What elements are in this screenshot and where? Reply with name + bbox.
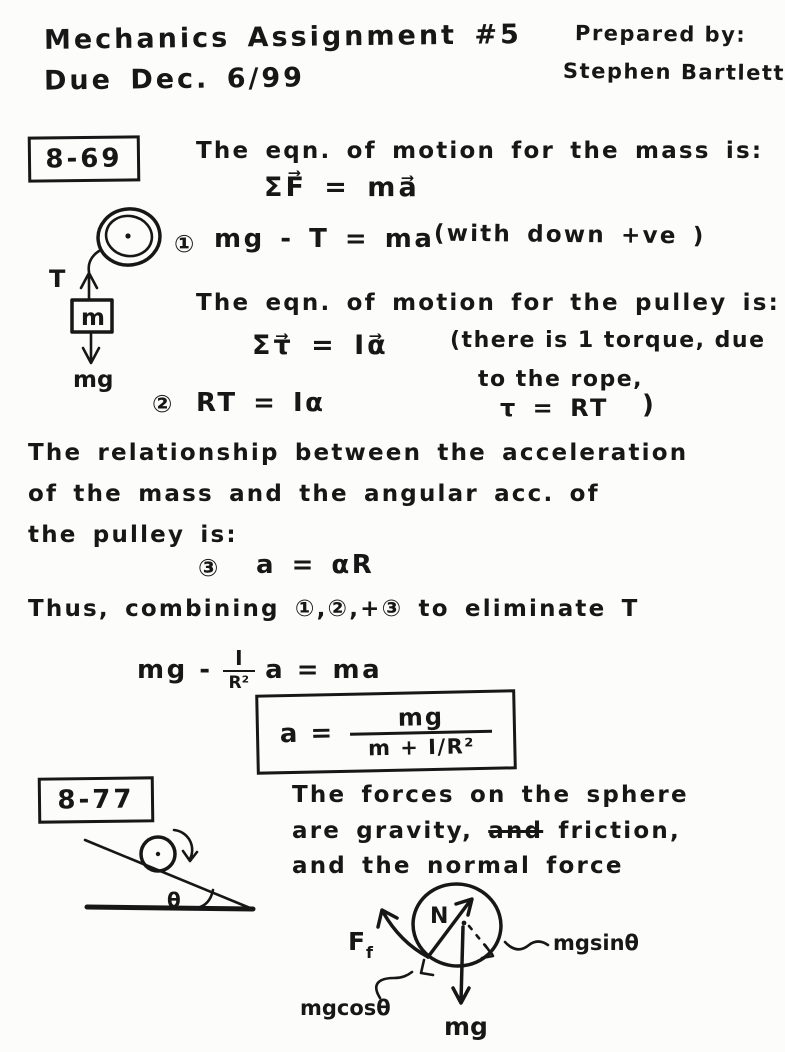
mgcos-label: mgcosθ	[300, 996, 391, 1020]
tension-arrow	[79, 271, 99, 301]
derivation-rhs: a = ma	[265, 654, 383, 685]
problem-869-tag-box: 8-69	[27, 135, 141, 183]
equation2: RT = Iα	[196, 388, 326, 418]
rope-line	[87, 249, 101, 274]
friction-label-subscript: f	[366, 943, 374, 962]
equation2-number: ②	[152, 390, 175, 418]
thus-combining-line: Thus, combining ①,②,+③ to eliminate T	[28, 596, 640, 622]
forces-line2-prefix: are gravity,	[292, 818, 474, 844]
pulley-wheel-inner	[104, 214, 154, 258]
derivation-line: mg - I R² a = ma	[137, 646, 382, 693]
freebody-diagram: N F f mg mgsinθ mgcosθ	[300, 882, 639, 1041]
due-date: Due Dec. 6/99	[43, 62, 306, 97]
torque-note-line2: to the rope,	[478, 367, 644, 392]
newton-equation: ΣF⃗ = ma⃗	[264, 172, 420, 203]
pulley-wheel-outer	[96, 207, 162, 267]
equation1: mg - T = ma	[214, 224, 435, 254]
result-box: a = mg m + I/R²	[255, 689, 517, 775]
torque-note-close-paren: )	[642, 390, 657, 420]
rotation-arrow	[172, 828, 199, 863]
friction-label: F	[348, 927, 365, 956]
result-numerator: mg	[397, 702, 445, 732]
pulley-eqn-intro: The eqn. of motion for the pulley is:	[196, 290, 781, 316]
weight-arrow	[451, 925, 471, 1005]
relationship-line2: of the mass and the angular acc. of	[28, 481, 600, 507]
pulley-diagram: T m mg	[49, 207, 162, 393]
derivation-fraction: I R²	[222, 646, 256, 693]
incline-surface	[83, 838, 252, 910]
pulley-axle-dot	[125, 233, 131, 239]
equation3: a = αR	[256, 550, 375, 580]
forces-line1: The forces on the sphere	[292, 782, 689, 808]
problem-869-tag: 8-69	[45, 143, 123, 175]
result-fraction: mg m + I/R²	[350, 702, 493, 761]
sphere-center-dot	[155, 851, 161, 857]
forces-line3: and the normal force	[292, 853, 624, 879]
derivation-lhs: mg -	[137, 654, 213, 685]
forces-line2: are gravity, and friction,	[292, 818, 681, 844]
angle-label: θ	[167, 888, 181, 912]
angle-arc	[195, 888, 215, 910]
forces-line2-suffix: friction,	[558, 818, 681, 844]
sphere-outline	[411, 882, 503, 968]
mgsin-pointer	[503, 940, 550, 951]
fbd-center-dot	[461, 920, 467, 926]
page-title: Mechanics Assignment #5	[43, 19, 522, 56]
relationship-line3: the pulley is:	[28, 522, 238, 548]
normal-arrow	[426, 897, 474, 959]
weight-label: mg	[444, 1012, 488, 1041]
equation3-number: ③	[198, 554, 221, 582]
problem-877-tag-box: 8-77	[37, 776, 155, 824]
equation1-note: (with down +ve )	[433, 220, 706, 250]
result-lhs: a =	[279, 718, 335, 750]
torque-equation: Στ⃗ = Iα⃗	[252, 330, 389, 361]
weight-arrow	[81, 332, 101, 365]
relationship-line1: The relationship between the acceleratio…	[28, 440, 689, 466]
equation1-number: ①	[174, 230, 197, 258]
right-angle-mark	[419, 958, 435, 977]
derivation-fraction-numerator: I	[235, 646, 243, 670]
mass-eqn-intro: The eqn. of motion for the mass is:	[196, 138, 764, 164]
ground-line	[84, 904, 256, 912]
rolling-sphere	[139, 835, 177, 873]
derivation-fraction-denominator: R²	[222, 670, 256, 693]
prepared-by-label: Prepared by:	[574, 21, 747, 47]
mass-label: m	[81, 305, 105, 331]
mgsin-label: mgsinθ	[553, 931, 639, 955]
incline-diagram: θ	[83, 828, 256, 912]
normal-label: N	[430, 904, 448, 929]
tension-label: T	[49, 265, 66, 293]
mgcos-pointer	[374, 970, 414, 1000]
problem-877-tag: 8-77	[57, 784, 135, 816]
friction-arrow	[376, 908, 430, 959]
torque-note-line1: (there is 1 torque, due	[450, 328, 766, 353]
weight-label: mg	[73, 367, 113, 393]
result-denominator: m + I/R²	[350, 729, 493, 761]
mass-box	[70, 298, 114, 334]
torque-note-line3: τ = RT	[500, 394, 609, 422]
author-name: Stephen Bartlett	[562, 58, 785, 86]
struck-word: and	[488, 818, 544, 844]
component-arrow-tick	[480, 943, 495, 960]
